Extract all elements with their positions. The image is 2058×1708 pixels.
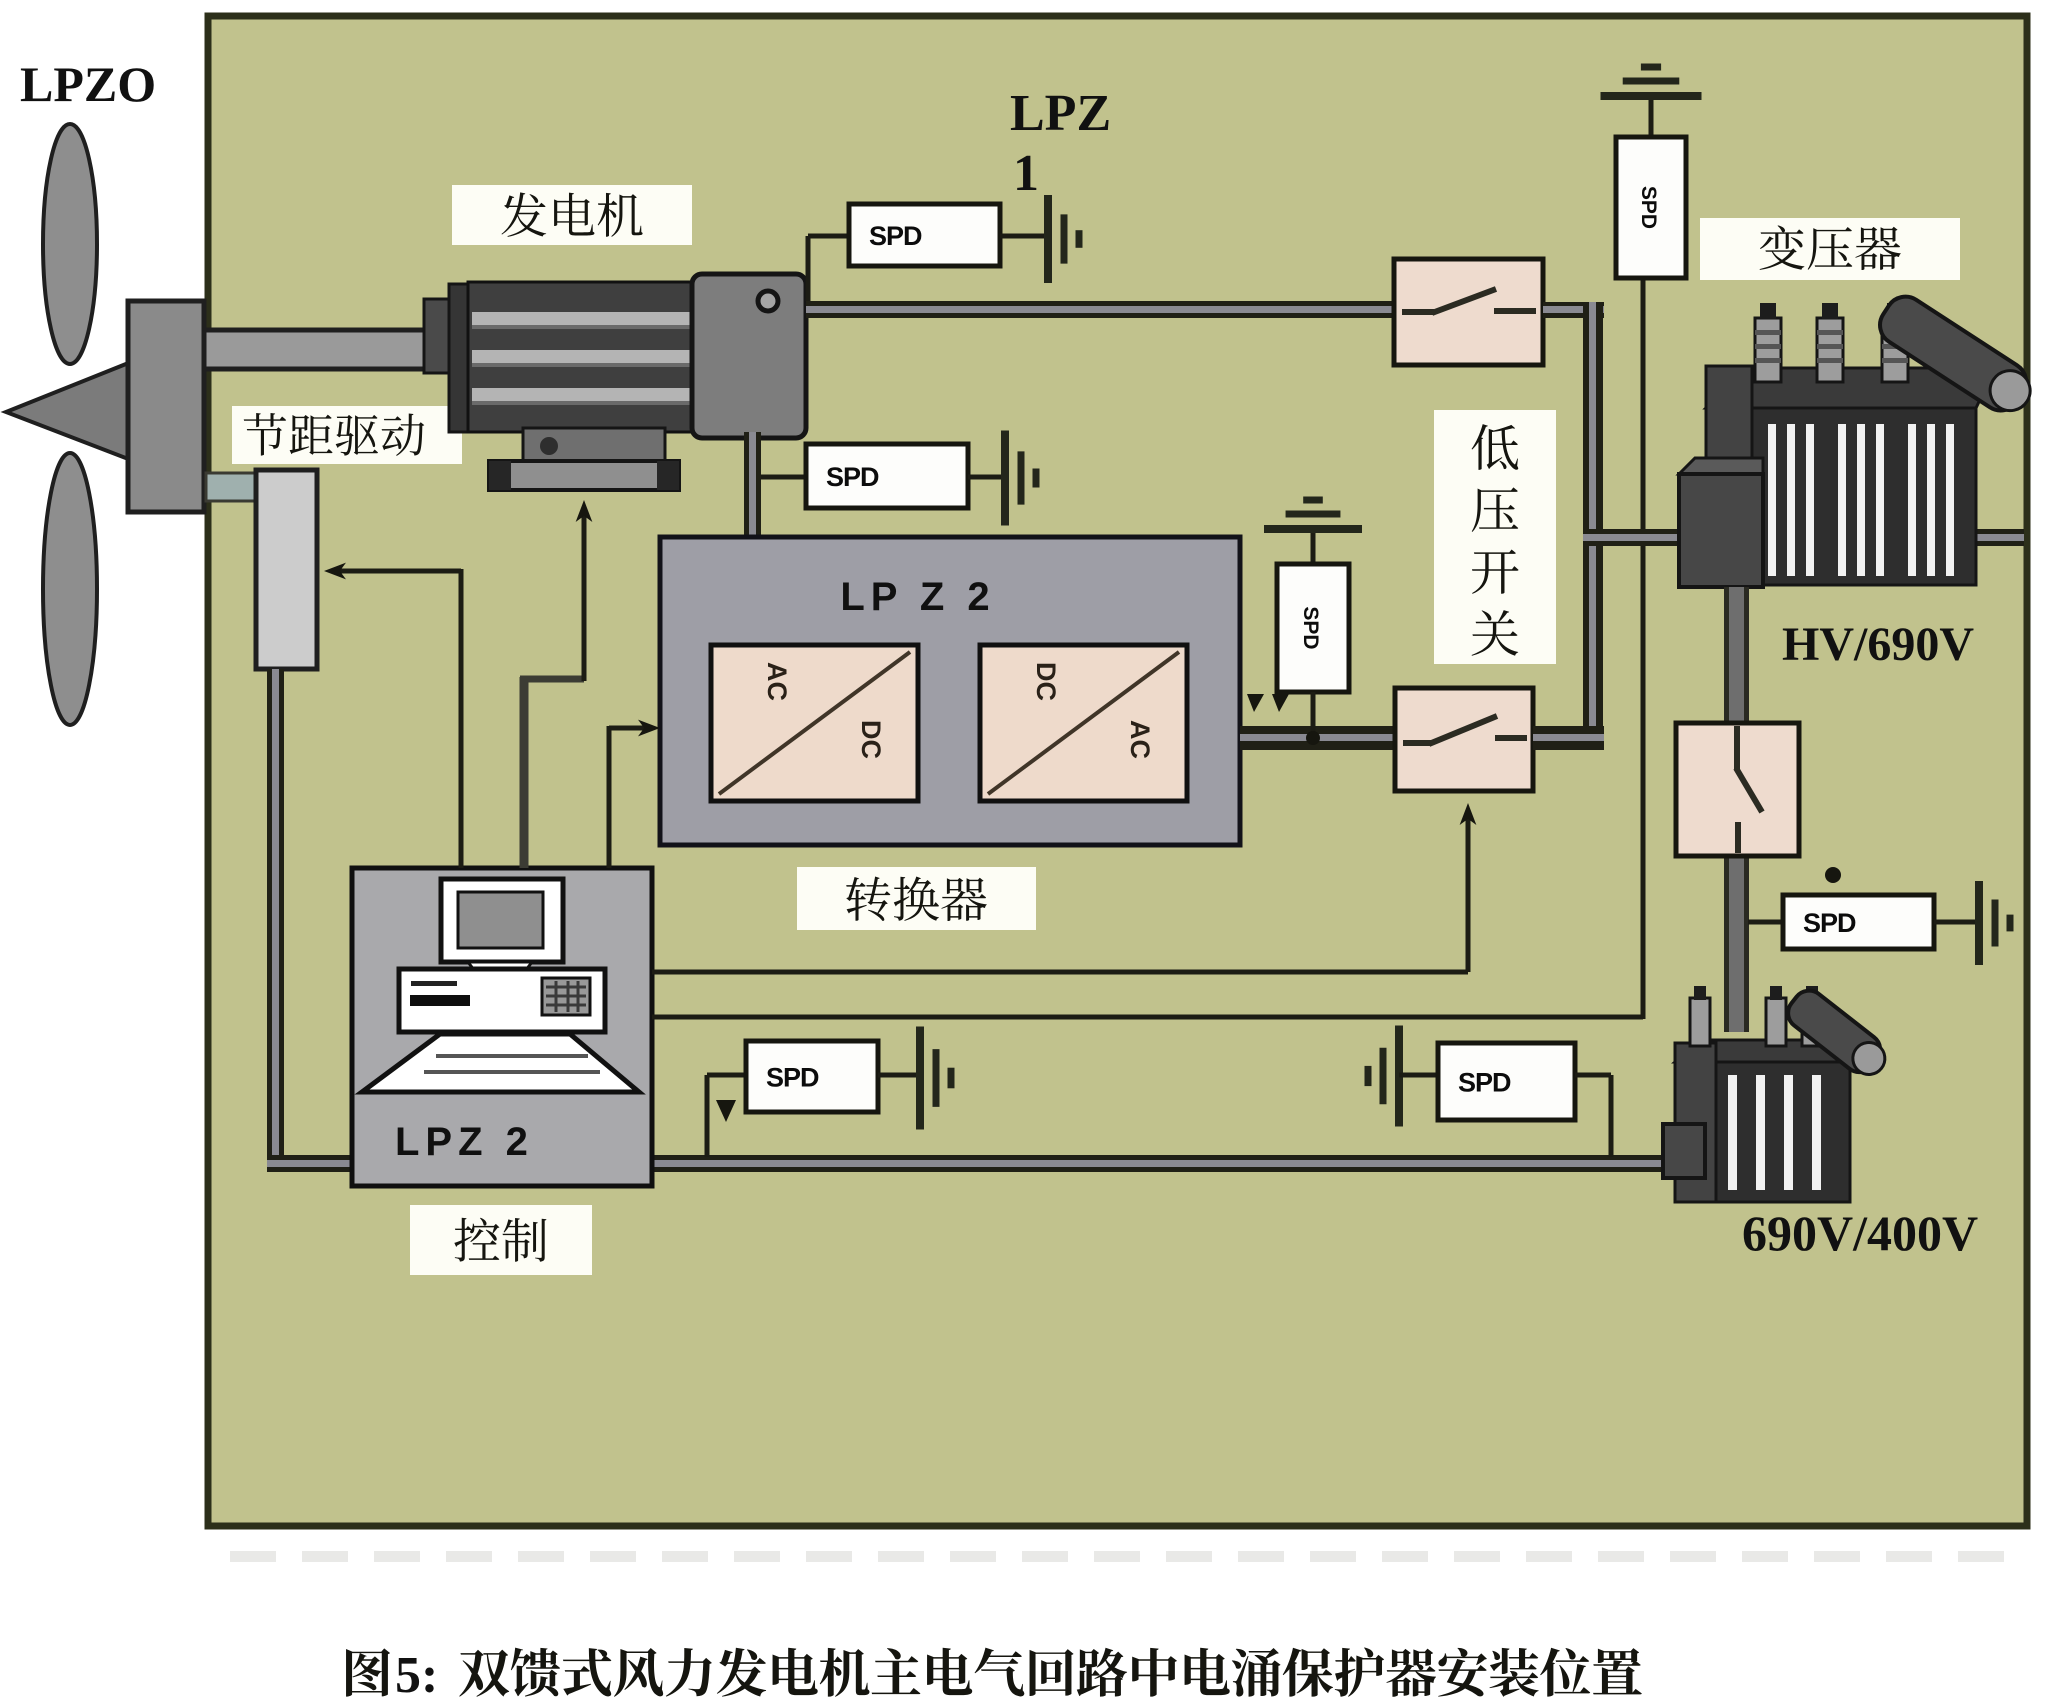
svg-text:5:: 5: [395, 1647, 438, 1704]
svg-text:LPZ 2: LPZ 2 [395, 1120, 534, 1164]
svg-text:LPZ: LPZ [1010, 85, 1111, 142]
svg-text:690V/400V: 690V/400V [1742, 1205, 1978, 1261]
svg-text:SPD: SPD [826, 462, 879, 492]
svg-text:1: 1 [1013, 145, 1039, 202]
svg-text:LPZO: LPZO [20, 56, 156, 112]
svg-text:SPD: SPD [869, 221, 922, 251]
svg-text:LP Z 2: LP Z 2 [840, 575, 995, 619]
svg-text:HV/690V: HV/690V [1782, 618, 1974, 671]
svg-text:SPD: SPD [1299, 606, 1322, 649]
svg-text:AC: AC [1125, 720, 1155, 759]
svg-text:DC: DC [856, 720, 886, 759]
svg-text:SPD: SPD [1458, 1068, 1511, 1098]
svg-text:SPD: SPD [1637, 186, 1660, 229]
svg-text:AC: AC [762, 662, 792, 701]
svg-text:SPD: SPD [766, 1063, 819, 1093]
svg-text:SPD: SPD [1803, 908, 1856, 938]
svg-text:DC: DC [1031, 662, 1061, 701]
